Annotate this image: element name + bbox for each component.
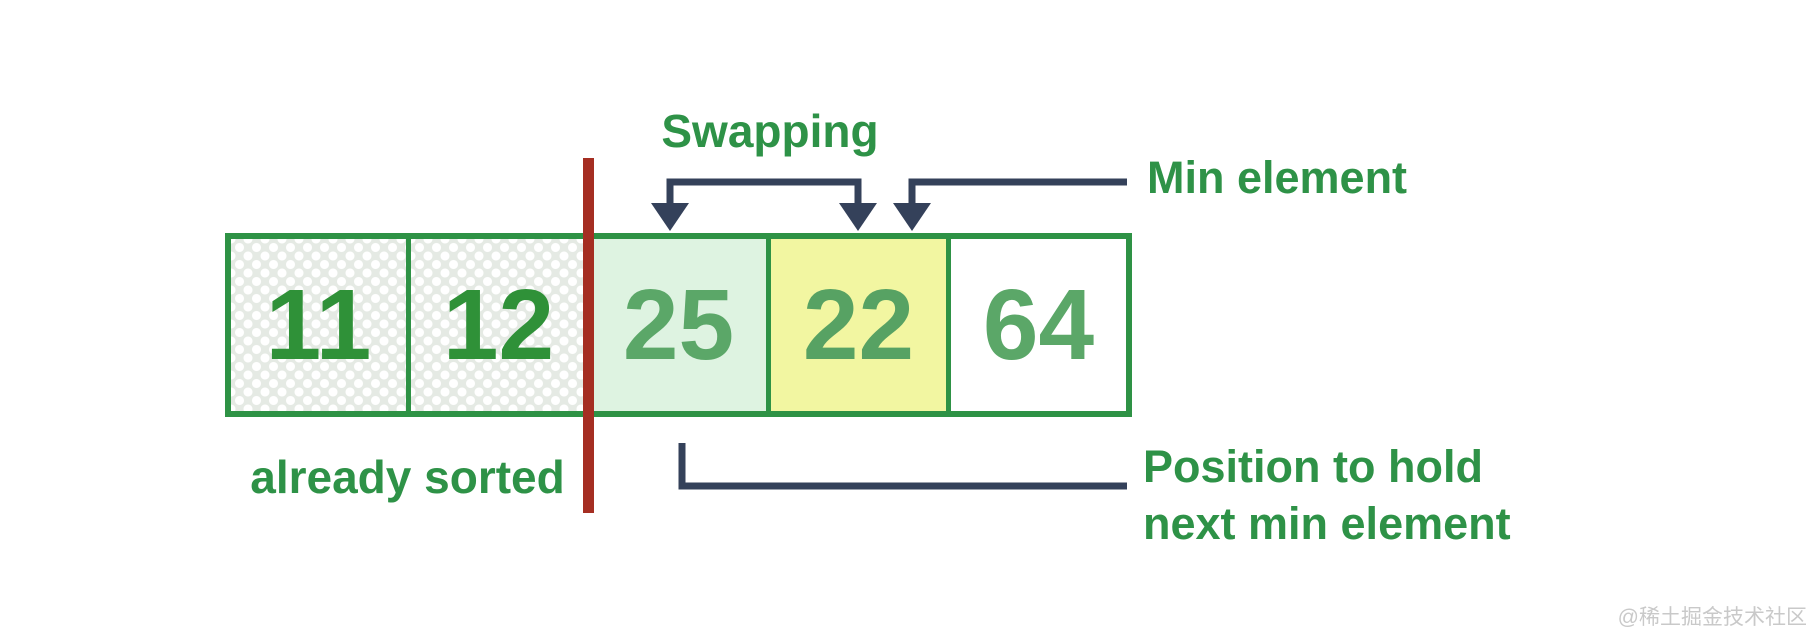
array-cell-22: 22 [771,239,951,411]
min-element-arrow-icon [893,203,931,231]
swap-arrow-right-icon [839,203,877,231]
position-label-line2: next min element [1143,498,1511,549]
array-cell-64: 64 [951,239,1126,411]
watermark: @稀土掘金技术社区 [1617,606,1807,629]
position-connector-line [678,443,1127,490]
swap-arrow-left-icon [651,203,689,231]
sorted-partition-line [583,158,594,513]
array-cell-25: 25 [591,239,771,411]
array-cell-12: 12 [411,239,591,411]
swapping-label: Swapping [661,105,879,157]
position-label-line1: Position to hold [1143,441,1483,492]
min-element-line [908,178,1127,206]
min-element-label: Min element [1147,152,1408,203]
swap-bracket-line [666,178,862,206]
already-sorted-label: already sorted [250,451,565,503]
array-container: 11 12 25 22 64 [225,233,1132,417]
position-to-hold-label: Position to hold next min element [1143,438,1511,552]
array-cell-11: 11 [231,239,411,411]
